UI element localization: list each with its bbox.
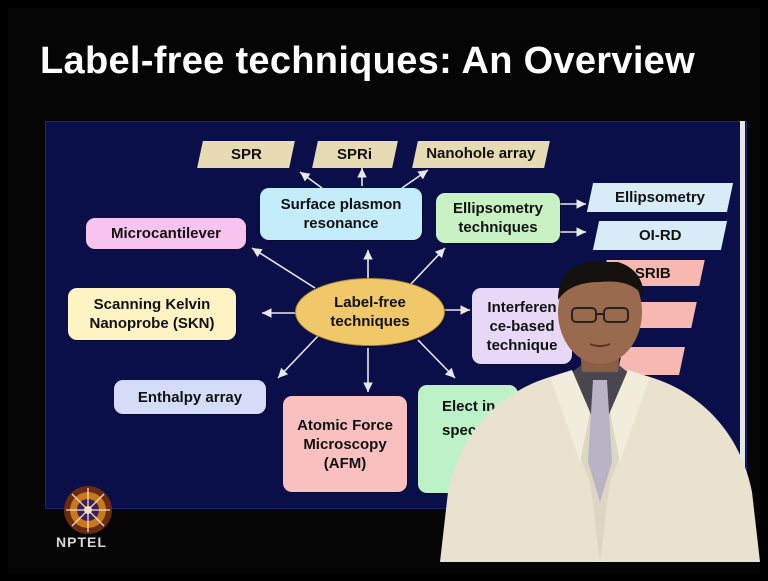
panel-edge [740,121,745,507]
node-microcantilever: Microcantilever [86,218,246,249]
node-ellipsometry-techniques: Ellipsometry techniques [436,193,560,243]
sub-item-oird: OI-RD [592,221,728,250]
node-enthalpy-array: Enthalpy array [114,380,266,414]
node-afm: Atomic Force Microscopy (AFM) [283,396,407,492]
sub-item-spri: SPRi [312,141,398,168]
node-scanning-kelvin-nanoprobe: Scanning Kelvin Nanoprobe (SKN) [68,288,236,340]
sub-item-nanohole: Nanohole array [412,141,550,168]
node-interference-based: Interferen ce-based technique [472,288,572,364]
nptel-logo-icon [64,486,112,534]
sub-item-ellipsometry: Ellipsometry [586,183,734,212]
node-center-label-free: Label-free techniques [295,278,445,346]
nptel-logo-text: NPTEL [56,534,107,550]
presenter-image [440,262,760,562]
node-surface-plasmon-resonance: Surface plasmon resonance [260,188,422,240]
slide-title: Label-free techniques: An Overview [40,40,695,82]
sub-item-spr: SPR [197,141,295,168]
